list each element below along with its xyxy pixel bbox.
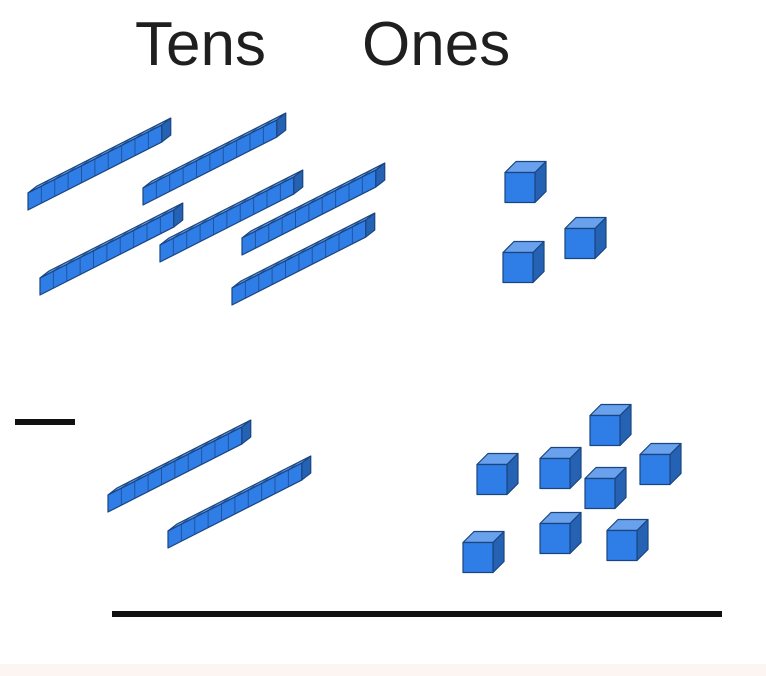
- subtrahend-unit-cube: [639, 442, 682, 486]
- minuend-ten-rod: [231, 212, 376, 306]
- minuend-unit-cube: [502, 240, 545, 284]
- subtrahend-unit-cube: [462, 530, 505, 574]
- sum-line: [112, 611, 722, 617]
- bottom-border-strip: [0, 664, 766, 676]
- subtrahend-ten-rod: [107, 419, 252, 513]
- subtrahend-unit-cube: [589, 403, 632, 447]
- minuend-ten-rod: [39, 202, 184, 296]
- subtrahend-unit-cube: [606, 518, 649, 562]
- minuend-ten-rod: [159, 169, 304, 263]
- minuend-unit-cube: [504, 160, 547, 204]
- subtrahend-unit-cube: [584, 466, 627, 510]
- tens-column-header: Tens: [135, 10, 266, 79]
- subtrahend-unit-cube: [539, 446, 582, 490]
- subtrahend-unit-cube: [476, 452, 519, 496]
- subtrahend-ten-rod: [167, 455, 312, 549]
- minuend-unit-cube: [564, 216, 607, 260]
- minuend-ten-rod: [27, 117, 172, 211]
- minuend-ten-rod: [142, 112, 287, 206]
- ones-column-header: Ones: [362, 10, 511, 79]
- minuend-ten-rod: [241, 162, 386, 256]
- minus-sign: [15, 419, 75, 425]
- subtrahend-unit-cube: [539, 511, 582, 555]
